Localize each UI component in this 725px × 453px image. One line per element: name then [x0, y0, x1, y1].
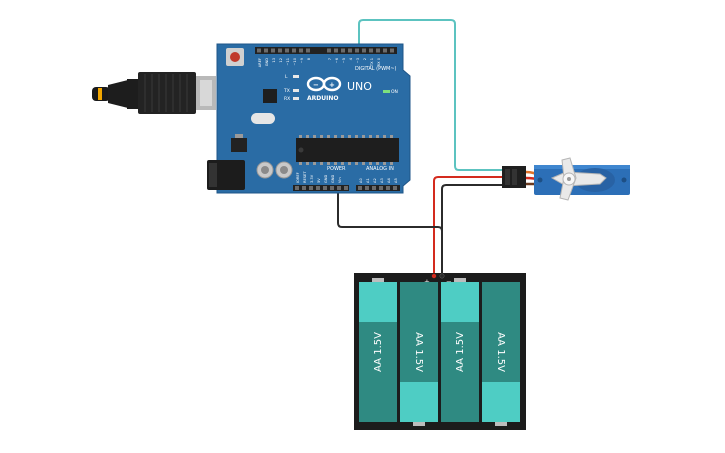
digital-header-label: DIGITAL (PWM~) [355, 66, 397, 72]
pin-label: ~6 [335, 57, 339, 63]
on-label: ON [391, 89, 398, 95]
pin-label: 5V [317, 178, 321, 183]
pin-label: ~3 [356, 58, 360, 63]
pin-label: A1 [366, 178, 370, 183]
analog-header [356, 185, 400, 191]
servo-motor[interactable] [502, 157, 630, 201]
servo-horn[interactable] [550, 157, 607, 201]
pin-label: GND [331, 175, 335, 183]
pin-label: A3 [380, 178, 384, 183]
pin-label: RESET [303, 171, 307, 183]
signal-wire[interactable] [358, 19, 504, 171]
status-leds: L TX RX [283, 74, 299, 102]
led-label-l: L [285, 74, 288, 80]
pin-label: A4 [387, 178, 391, 183]
brand-label: ARDUINO [307, 95, 338, 102]
pin-label: TX 1 [370, 58, 374, 67]
led-label-tx: TX [283, 88, 290, 94]
pin-label: A0 [359, 178, 363, 183]
analog-label: ANALOG IN [366, 166, 394, 172]
pin-label: AREF [258, 58, 262, 67]
cell-label: AA 1.5V [373, 332, 384, 372]
power-label: POWER [327, 166, 346, 172]
pin-label: 2 [363, 58, 367, 60]
arduino-ground-wire[interactable] [337, 188, 443, 232]
cell-label: AA 1.5V [495, 332, 506, 372]
battery-plus-terminal[interactable] [431, 273, 437, 279]
pin-label: 7 [328, 58, 332, 60]
pin-label: 3.3V [310, 174, 314, 183]
pin-label: 12 [279, 58, 283, 63]
usb-chip [263, 89, 277, 103]
wires [337, 19, 504, 276]
usb-cable [92, 72, 216, 114]
led-label-rx: RX [284, 96, 290, 102]
logo-minus-glyph: − [313, 81, 319, 89]
voltage-regulator [231, 138, 247, 152]
pin-label: GND [265, 58, 269, 66]
atmega-chip [296, 138, 399, 162]
pin-label: ~9 [300, 57, 304, 63]
arduino-logo [306, 76, 342, 92]
pin-label: 8 [307, 57, 311, 60]
battery-cell [441, 278, 479, 422]
battery-cell [400, 282, 438, 426]
crystal-oscillator [251, 113, 275, 124]
digital-header [255, 47, 397, 54]
pin-label: 4 [349, 57, 353, 60]
pin-label: GND [324, 175, 328, 183]
pin-label: A5 [394, 178, 398, 183]
pin-label: RX 0 [377, 57, 381, 66]
on-led [383, 90, 390, 93]
pin-label: A2 [373, 178, 377, 183]
servo-ground-wire[interactable] [441, 184, 503, 276]
battery-cell [359, 278, 397, 422]
power-wire[interactable] [433, 176, 503, 276]
pin-label: IOREF [296, 172, 300, 183]
pin-label: 13 [272, 58, 276, 63]
battery-minus-terminal[interactable] [439, 273, 445, 279]
cell-label: AA 1.5V [413, 332, 424, 372]
battery-pack[interactable]: + − AA 1.5V AA 1.5V AA 1.5V A [354, 273, 526, 430]
logo-plus-glyph: + [329, 81, 335, 89]
pin-label: ~11 [286, 58, 290, 66]
cell-label: AA 1.5V [455, 332, 466, 372]
pin-label: ~10 [293, 57, 297, 65]
model-label: UNO [347, 80, 372, 93]
power-header [293, 185, 349, 191]
battery-cell [482, 282, 520, 426]
pin-label: ~5 [342, 58, 346, 63]
pin-label: Vin [338, 177, 342, 183]
